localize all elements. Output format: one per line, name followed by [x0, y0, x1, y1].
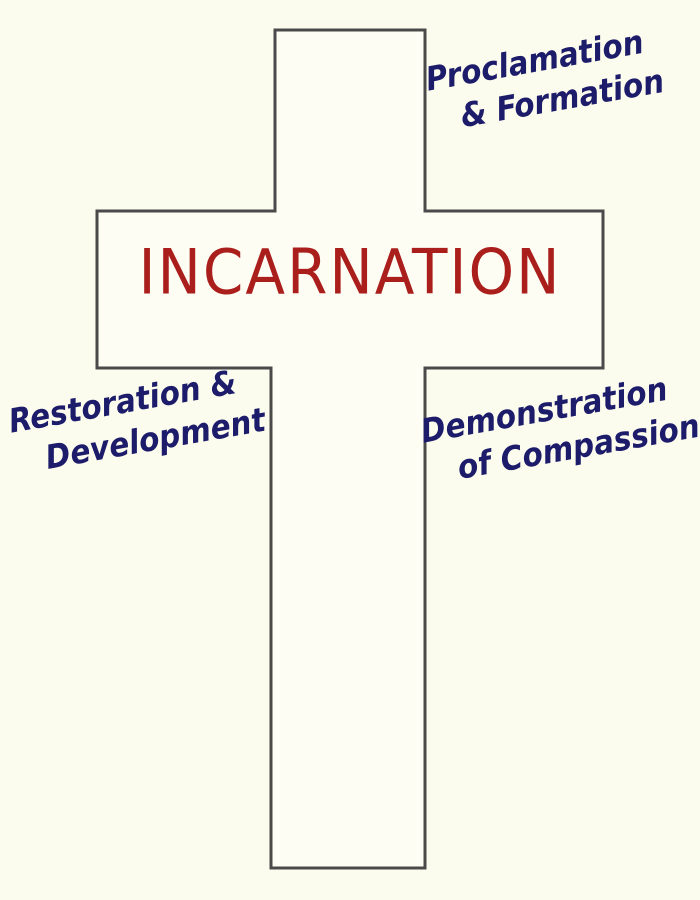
cross-outline	[95, 28, 605, 870]
center-word-incarnation: INCARNATION	[138, 235, 562, 309]
